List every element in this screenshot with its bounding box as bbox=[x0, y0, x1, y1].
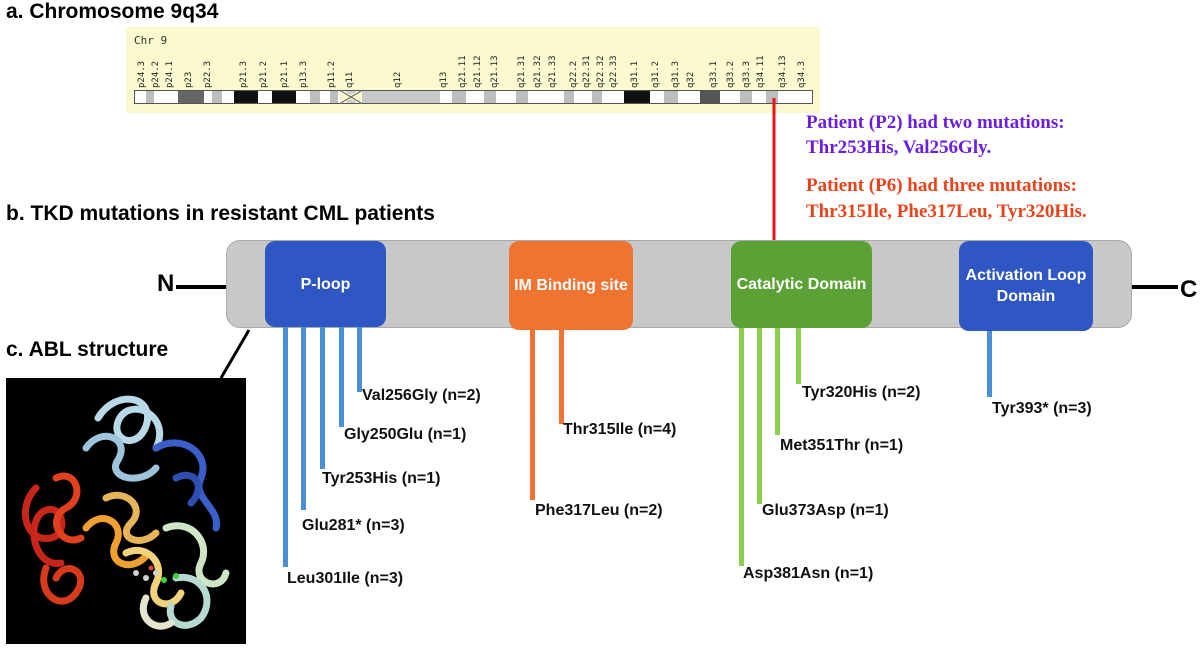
mutation-label-met351thr: Met351Thr (n=1) bbox=[780, 437, 904, 454]
mutation-stem-tyr253his bbox=[320, 327, 325, 469]
mutation-stem-leu301ile bbox=[283, 327, 288, 567]
band-label: q12 bbox=[393, 71, 403, 88]
activation-loop-domain: Activation Loop Domain bbox=[959, 241, 1093, 331]
band-label: q21.13 bbox=[490, 55, 500, 88]
band-label: p24.1 bbox=[165, 60, 175, 88]
band-label: q21.31 bbox=[517, 55, 527, 88]
patient-p2-note-line2: Thr253His, Val256Gly. bbox=[806, 137, 992, 158]
section-title-b: b. TKD mutations in resistant CML patien… bbox=[6, 202, 435, 225]
band-label: p13.3 bbox=[299, 60, 309, 88]
band-label: p21.1 bbox=[280, 60, 290, 88]
mutation-label-phe317leu: Phe317Leu (n=2) bbox=[535, 502, 663, 519]
band-label: p22.3 bbox=[203, 60, 213, 88]
band-label: q21.11 bbox=[458, 55, 468, 88]
mutation-label-leu301ile: Leu301Ile (n=3) bbox=[287, 570, 404, 587]
band-label: p21.2 bbox=[259, 60, 269, 88]
abl-structure-image bbox=[6, 378, 246, 644]
mutation-stem-glu281 bbox=[301, 327, 306, 510]
band-label: p23 bbox=[184, 71, 194, 88]
band-label: q22.31 bbox=[582, 55, 592, 88]
p-loop-domain: P-loop bbox=[265, 241, 386, 327]
mutation-label-tyr393: Tyr393* (n=3) bbox=[992, 400, 1092, 417]
mutation-label-tyr253his: Tyr253His (n=1) bbox=[322, 470, 441, 487]
band-label: q31.2 bbox=[651, 60, 661, 88]
section-title-a: a. Chromosome 9q34 bbox=[6, 0, 219, 23]
band-label: p24.3 bbox=[137, 60, 147, 88]
n-terminal-line bbox=[176, 285, 228, 289]
mutation-stem-val256gly bbox=[357, 327, 362, 392]
mutation-stem-asp381asn bbox=[739, 328, 744, 566]
band-label: q33.2 bbox=[726, 60, 736, 88]
band-label: q13 bbox=[439, 71, 449, 88]
patient-p2-note-line1: Patient (P2) had two mutations: bbox=[806, 112, 1065, 133]
band-label: q21.33 bbox=[548, 55, 558, 88]
band-label: p11.2 bbox=[327, 60, 337, 88]
band-label: q22.32 bbox=[596, 55, 606, 88]
mutation-label-thr315ile: Thr315Ile (n=4) bbox=[563, 421, 677, 438]
band-label: q11 bbox=[345, 71, 355, 88]
band-label: q21.32 bbox=[533, 55, 543, 88]
band-label: q22.2 bbox=[569, 60, 579, 88]
c-terminal-line bbox=[1132, 285, 1178, 289]
section-title-c: c. ABL structure bbox=[6, 338, 169, 361]
catalytic-domain: Catalytic Domain bbox=[731, 241, 872, 328]
patient-p6-note-line1: Patient (P6) had three mutations: bbox=[806, 175, 1077, 196]
band-label: q34.3 bbox=[797, 60, 807, 88]
band-label: q31.1 bbox=[630, 60, 640, 88]
mutation-stem-tyr320his bbox=[796, 328, 801, 384]
band-label: q32 bbox=[686, 71, 696, 88]
band-label: p24.2 bbox=[151, 60, 161, 88]
band-label: q34.11 bbox=[756, 55, 766, 88]
c-terminal-label: C bbox=[1180, 276, 1198, 303]
mutation-label-glu281: Glu281* (n=3) bbox=[302, 517, 405, 534]
mutation-stem-tyr393 bbox=[987, 331, 992, 397]
mutation-stem-phe317leu bbox=[530, 330, 535, 500]
band-label: q31.3 bbox=[671, 60, 681, 88]
mutation-label-asp381asn: Asp381Asn (n=1) bbox=[743, 565, 874, 582]
mutation-stem-gly250glu bbox=[339, 327, 344, 427]
band-label: q33.1 bbox=[709, 60, 719, 88]
mutation-label-gly250glu: Gly250Glu (n=1) bbox=[344, 426, 467, 443]
band-label: q21.12 bbox=[473, 55, 483, 88]
mutation-label-glu373asp: Glu373Asp (n=1) bbox=[762, 502, 889, 519]
band-label: p21.3 bbox=[239, 60, 249, 88]
mutation-stem-met351thr bbox=[775, 328, 780, 435]
structure-connector-line bbox=[219, 329, 251, 379]
mutation-label-val256gly: Val256Gly (n=2) bbox=[362, 387, 481, 404]
im-binding-site-domain: IM Binding site bbox=[509, 241, 633, 330]
chromosome-label: Chr 9 bbox=[134, 34, 168, 47]
n-terminal-label: N bbox=[157, 270, 175, 297]
patient-p6-note-line2: Thr315Ile, Phe317Leu, Tyr320His. bbox=[806, 201, 1087, 222]
band-label: q33.3 bbox=[742, 60, 752, 88]
band-label: q22.33 bbox=[609, 55, 619, 88]
mutation-stem-thr315ile bbox=[559, 330, 564, 424]
band-label: q34.13 bbox=[778, 55, 788, 88]
mutation-stem-glu373asp bbox=[757, 328, 762, 504]
chromosome-ideogram-bar bbox=[134, 90, 813, 104]
mutation-label-tyr320his: Tyr320His (n=2) bbox=[802, 384, 921, 401]
